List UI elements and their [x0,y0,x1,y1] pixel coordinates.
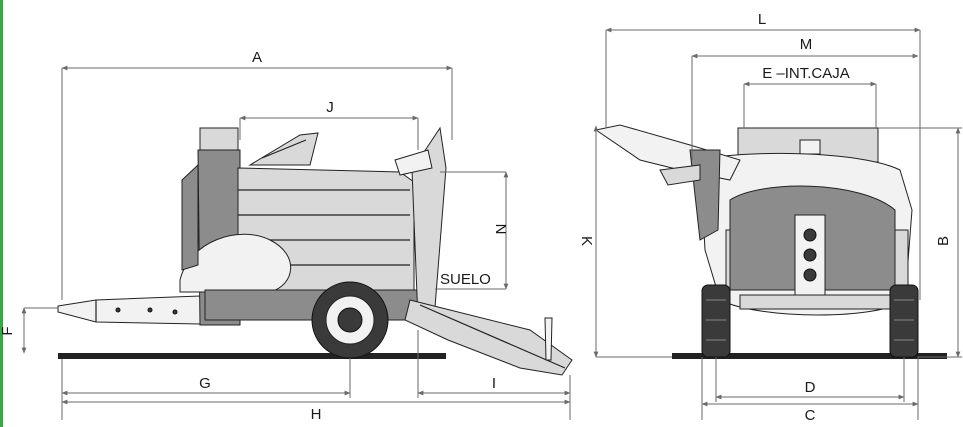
label-K: K [578,236,595,246]
dimension-A: A [61,49,453,300]
dimension-F: F [0,307,58,354]
label-M: M [800,36,813,53]
label-D: D [805,379,816,396]
side-ground-line [58,353,446,359]
label-B: B [935,236,952,246]
dimension-D: D [715,357,905,402]
dimension-L: L [605,11,921,300]
label-H: H [311,406,322,423]
label-C: C [805,407,816,424]
dimension-I: I [417,330,571,420]
label-L: L [758,11,766,28]
side-drawbar [57,295,206,325]
side-rear-chute [404,299,573,376]
side-view: A J N SUELO F G [0,49,573,423]
label-A: A [252,49,262,66]
side-wheel [311,281,389,359]
label-J: J [326,99,334,116]
dimension-M: M [691,36,919,160]
label-G: G [199,375,211,392]
label-E: E –INT.CAJA [762,65,850,82]
dimension-B: B [878,127,962,358]
front-wheels [701,284,919,358]
side-hopper-body [179,126,447,326]
dimension-G: G [61,358,351,420]
dimension-J: J [239,99,419,150]
dimension-C: C [701,357,919,424]
label-F: F [0,326,16,335]
label-N: N [492,224,509,235]
front-view: L M E –INT.CAJA K B [578,11,962,424]
page-edge-accent [0,0,3,427]
dimension-H: H [61,399,571,423]
dimension-E: E –INT.CAJA [743,65,877,128]
dimension-N: N SUELO [435,171,509,290]
label-suelo: SUELO [440,271,491,288]
front-ground-line [672,353,947,359]
front-machine-body [594,124,913,316]
dimension-K: K [578,125,672,358]
label-I: I [492,375,496,392]
